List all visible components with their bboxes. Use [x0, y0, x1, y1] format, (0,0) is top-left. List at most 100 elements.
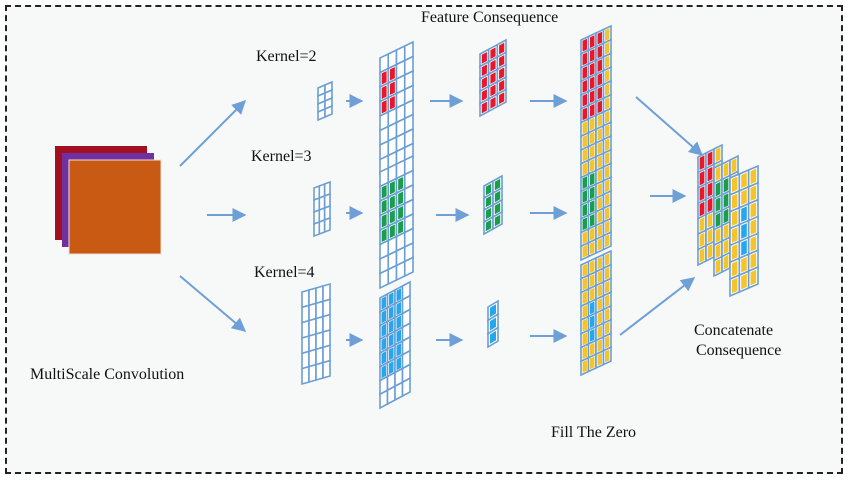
grid-cell [315, 361, 324, 382]
grid-cell-fill [750, 236, 757, 252]
feature-map-red [479, 38, 507, 118]
grid-cell-fill [389, 66, 395, 81]
grid-cell-fill [389, 333, 394, 347]
grid-cell-fill [389, 81, 395, 96]
grid-cell [315, 284, 324, 305]
grid-cell-fill [707, 243, 713, 259]
grid-cell-fill [605, 234, 610, 248]
grid-cell-fill [389, 306, 394, 320]
grid-cell-fill [389, 319, 394, 333]
grid-cell-fill [490, 330, 496, 344]
grid-cell-fill [750, 269, 757, 286]
grid-cell-fill [389, 347, 394, 361]
grid-cell-fill [723, 254, 729, 270]
grid-cell-fill [590, 213, 595, 227]
grid-cell-fill [396, 288, 401, 302]
feature-consequence-label: Feature Consequence [421, 9, 559, 26]
grid-cell-fill [699, 201, 705, 217]
grid-cell-fill [381, 351, 386, 365]
grid-cell-fill [723, 239, 729, 255]
grid-cell-fill [590, 48, 595, 62]
grid-cell-fill [590, 145, 595, 159]
grid-cell-fill [597, 196, 602, 210]
grid-cell-fill [707, 213, 713, 228]
grid-cell-fill [582, 121, 587, 135]
grid-cell-fill [582, 189, 587, 203]
grid-cell [315, 346, 324, 366]
grid-cell-fill [723, 177, 729, 193]
grid-cell [308, 286, 317, 307]
grid-cell-fill [398, 176, 404, 191]
flow-arrow [619, 277, 696, 336]
grid-cell-fill [590, 356, 595, 370]
grid-cell-fill [597, 339, 602, 353]
grid-cell-fill [605, 349, 610, 363]
grid-cell-fill [499, 42, 505, 55]
grid-cell-fill [494, 214, 501, 227]
grid-cell [301, 350, 310, 370]
grid-cell-fill [582, 217, 587, 231]
grid-cell-fill [723, 162, 729, 178]
grid-layer [301, 24, 759, 410]
grid-cell-fill [605, 335, 610, 349]
kernel-3-label: Kernel=3 [251, 148, 312, 165]
grid-cell-fill [741, 172, 747, 189]
grid-cell-fill [590, 260, 595, 274]
grid-cell-fill [597, 352, 602, 366]
grid-cell-fill [605, 151, 610, 165]
grid-cell-fill [582, 318, 587, 332]
grid-cell-fill [707, 182, 713, 197]
grid-cell-fill [582, 148, 587, 162]
grid-cell [386, 384, 396, 406]
grid-cell-fill [605, 253, 610, 267]
grid-cell-fill [605, 124, 610, 138]
multiscale-convolution-label: MultiScale Convolution [30, 366, 185, 383]
grid-cell-fill [494, 202, 501, 215]
grid-cell-fill [590, 241, 595, 255]
grid-cell [301, 319, 310, 340]
kernel-2-grid [317, 80, 333, 122]
grid-cell-fill [582, 93, 587, 107]
grid-cell-fill [389, 95, 395, 110]
grid-cell [322, 328, 331, 349]
grid-cell-fill [750, 185, 757, 202]
grid-cell-fill [582, 263, 587, 277]
grid-cell-fill [715, 181, 721, 197]
grid-cell-fill [597, 284, 602, 298]
grid-cell-fill [582, 176, 587, 190]
grid-cell [401, 376, 411, 398]
grid-cell-fill [381, 213, 387, 228]
grid-cell-fill [582, 277, 587, 291]
grid-cell [308, 332, 317, 353]
grid-cell-fill [699, 186, 705, 201]
grid-cell-fill [605, 138, 610, 152]
concat-grid-3 [729, 164, 759, 298]
grid-cell-fill [597, 270, 602, 284]
grid-cell-fill [605, 206, 610, 220]
grid-cell-fill [597, 31, 602, 45]
grid-cell-fill [582, 79, 587, 93]
grid-cell-fill [731, 210, 738, 226]
conv-grid-row1 [379, 40, 414, 176]
grid-cell [322, 298, 331, 318]
grid-cell-fill [389, 292, 394, 306]
grid-cell-fill [605, 321, 610, 335]
grid-cell-fill [590, 227, 595, 241]
grid-cell-fill [590, 90, 595, 104]
grid-cell-fill [715, 166, 721, 182]
grid-cell-fill [731, 193, 738, 210]
grid-cell-fill [597, 297, 602, 311]
grid-cell-fill [485, 219, 492, 232]
grid-cell-fill [731, 176, 738, 193]
grid-cell-fill [590, 186, 595, 200]
grid-cell [387, 264, 398, 286]
grid-cell-fill [582, 346, 587, 360]
grid-cell-fill [381, 310, 386, 324]
grid-cell-fill [741, 189, 747, 206]
grid-cell-fill [731, 158, 737, 174]
grid-cell [301, 304, 310, 324]
filled-grid-green [580, 134, 612, 262]
conv-grid-row3 [379, 280, 411, 410]
grid-cell-fill [715, 147, 721, 163]
kernel-4-label: Kernel=4 [254, 264, 315, 281]
